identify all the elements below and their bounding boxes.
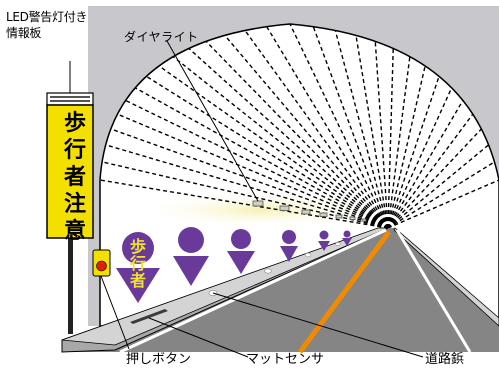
curb-top <box>61 227 389 346</box>
center-line <box>297 230 392 354</box>
led-dots <box>50 96 90 102</box>
lighting-ray <box>158 65 389 229</box>
mat-sensor-label: マットセンサ <box>246 352 325 367</box>
lighting-ray <box>355 35 389 229</box>
lighting-ray <box>110 128 389 229</box>
pedestrian-marking-head <box>319 230 329 240</box>
diamond-light <box>279 205 290 211</box>
diamond-light <box>319 212 328 217</box>
pedestrian-markings <box>116 227 352 303</box>
lighting-ray <box>145 75 389 229</box>
pedestrian-marking-head <box>343 230 351 238</box>
lighting-ray <box>374 41 389 229</box>
sign-char: 行 <box>63 138 86 163</box>
lighting-ray <box>387 113 474 229</box>
diamond-lights <box>252 200 367 222</box>
pedestrian-marking-body <box>227 251 255 274</box>
mat-sensor <box>130 309 168 324</box>
leader-line-mat <box>148 317 249 358</box>
diamond-light <box>361 218 367 222</box>
lighting-ray <box>224 34 389 229</box>
pedestrian-marking-body <box>280 246 298 262</box>
lighting-ray <box>387 76 440 229</box>
lighting-ray <box>172 56 389 229</box>
push-button-red[interactable] <box>96 260 107 272</box>
sign-char: 注 <box>63 192 86 217</box>
left-edge-line <box>119 228 387 354</box>
road-stud <box>335 242 341 246</box>
lighting-ray <box>334 30 389 229</box>
pedestrian-marking-head <box>282 230 296 244</box>
road-stud <box>304 252 312 258</box>
sign-char: 者 <box>63 165 86 190</box>
pedestrian-marking-head <box>122 232 154 264</box>
light-beam <box>135 192 385 228</box>
road-marking-text: 歩 行 者 <box>121 238 155 289</box>
lighting-ray <box>387 56 411 229</box>
sign-board-text: 歩 行 者 注 意 <box>53 110 97 245</box>
sign-char: 意 <box>63 219 86 244</box>
diamond-light <box>301 209 311 215</box>
right-curb <box>393 227 499 327</box>
sign-pole <box>68 238 73 334</box>
marking-char: 者 <box>129 271 146 290</box>
lighting-ray <box>387 87 453 229</box>
right-edge-line <box>395 229 472 353</box>
lighting-ray <box>289 24 389 229</box>
lighting-ray <box>387 48 394 229</box>
leader-line-diamond <box>166 40 259 202</box>
pedestrian-marking-head <box>231 229 251 249</box>
lighting-ray <box>105 144 389 229</box>
marking-char: 歩 <box>129 237 146 256</box>
leader-lines <box>69 40 424 358</box>
leader-line-stud <box>212 292 424 358</box>
lighting-ray <box>387 144 490 229</box>
lighting-ray <box>312 26 389 229</box>
marking-char: 行 <box>129 254 146 273</box>
pedestrian-marking-body <box>116 268 160 303</box>
diamond-light-label: ダイヤライト <box>124 30 199 44</box>
diamond-light <box>335 214 343 219</box>
sign-char: 歩 <box>63 111 86 136</box>
led-sign-label: LED警告灯付き 情報板 <box>6 9 87 41</box>
pedestrian-marking-body <box>318 241 330 251</box>
diamond-light <box>252 200 264 207</box>
lighting-ray <box>387 100 464 229</box>
lighting-ray <box>387 128 482 229</box>
tunnel-lighting-rays <box>100 24 499 229</box>
led-warning-light-icon <box>46 92 94 106</box>
lighting-ray <box>387 179 499 229</box>
push-button-label: 押しボタン <box>126 352 192 367</box>
information-board <box>46 104 94 239</box>
diamond-light <box>349 216 356 220</box>
leader-line-button <box>100 275 130 350</box>
lighting-ray <box>244 30 389 229</box>
pedestrian-marking-body <box>342 238 352 246</box>
led-sign-label-line2: 情報板 <box>6 26 42 40</box>
led-sign-label-line1: LED警告灯付き <box>6 10 88 24</box>
road-stud-label: 道路鋲 <box>425 352 465 367</box>
lighting-ray <box>205 40 389 229</box>
lighting-ray <box>134 87 389 229</box>
lighting-ray <box>188 47 389 229</box>
pedestrian-marking-body <box>173 256 209 286</box>
pedestrian-marking-head <box>178 227 204 253</box>
road-stud <box>264 268 272 274</box>
